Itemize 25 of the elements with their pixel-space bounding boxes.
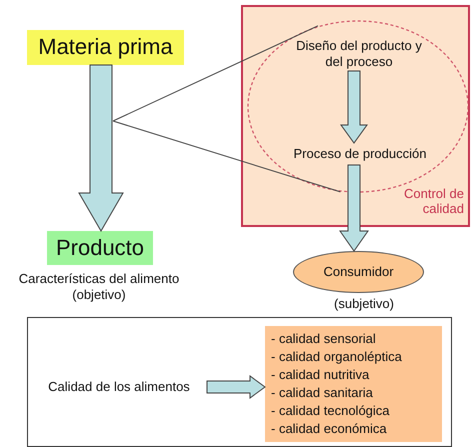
node-text: Producto [56,234,144,262]
node-text: Control de calidad [403,186,464,217]
info-frame [27,317,452,447]
list-item: - calidad nutritiva [271,366,370,384]
caption-text: Características del alimento (objetivo) [18,271,180,303]
block-arrow [206,375,266,399]
block-arrow [340,70,368,144]
list-item: - calidad tecnológica [271,402,390,420]
highlighted-label [47,231,153,265]
list-item: - calidad sanitaria [271,384,373,402]
block-arrow [339,164,369,252]
process-text: Proceso de producción [270,143,450,165]
node-text: Materia prima [38,34,173,61]
list-item: - calidad organoléptica [271,348,402,366]
list-item: - calidad sensorial [271,330,376,348]
caption-text: (subjetivo) [333,296,395,312]
block-arrow [78,64,124,232]
quality-list [265,326,442,442]
quality-label: Calidad de los alimentos [31,377,207,397]
control-panel [241,5,470,227]
process-text: Diseño del producto y del proceso [287,37,431,71]
leader-line [112,25,318,122]
node-text: Consumidor [323,264,394,280]
list-item: - calidad económica [271,420,387,438]
highlighted-label [27,30,184,65]
